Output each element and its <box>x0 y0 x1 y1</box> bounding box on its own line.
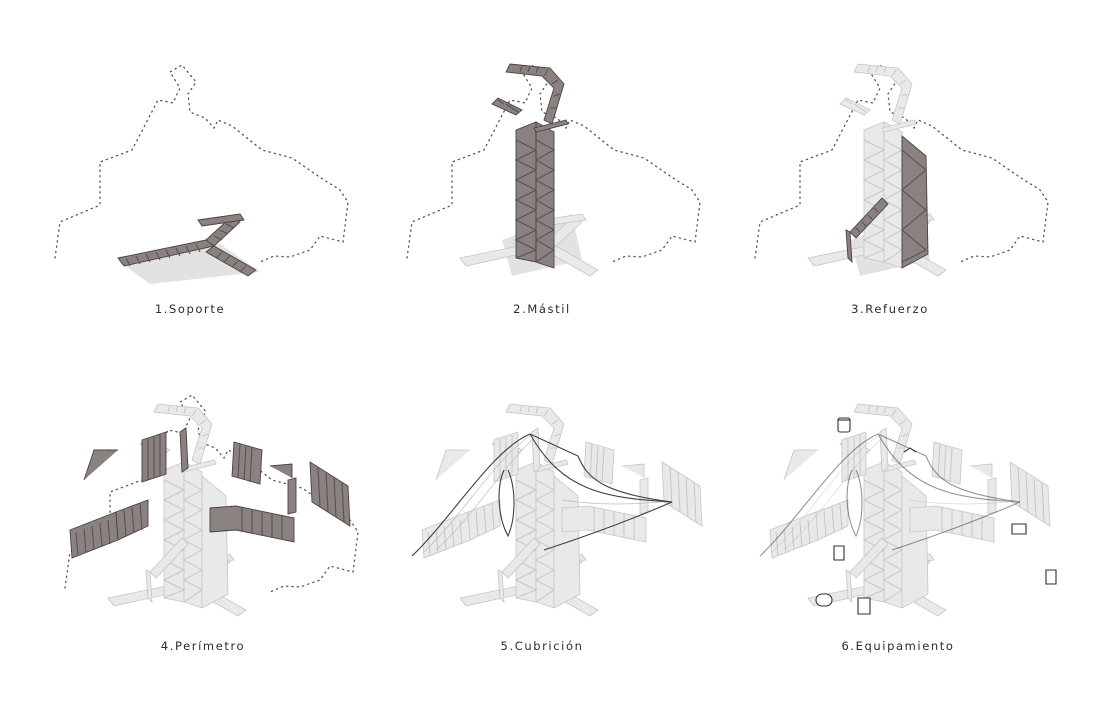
panel-equipamiento: 6.Equipamiento <box>759 403 1057 653</box>
panel-refuerzo: 3.Refuerzo <box>754 63 1049 316</box>
panel-label-soporte: 1.Soporte <box>155 302 225 316</box>
panel-label-perimetro: 4.Perímetro <box>161 639 245 653</box>
envelope-outline <box>54 64 349 263</box>
panel-label-equipamiento: 6.Equipamiento <box>841 639 954 653</box>
panel-label-cubricion: 5.Cubrición <box>501 639 584 653</box>
panel-soporte: 1.Soporte <box>54 64 349 316</box>
panel-cubricion: 5.Cubrición <box>411 403 703 653</box>
panel-mastil: 2.Mástil <box>406 63 701 316</box>
panel-label-mastil: 2.Mástil <box>513 302 571 316</box>
panel-perimetro: 4.Perímetro <box>64 394 359 653</box>
panel-label-refuerzo: 3.Refuerzo <box>851 302 929 316</box>
